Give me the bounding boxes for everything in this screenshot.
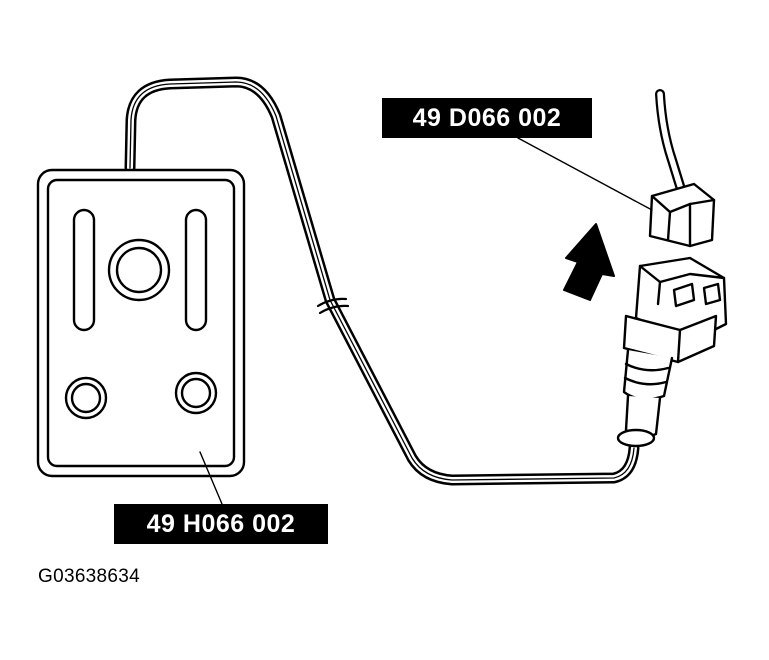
adapter-part-number-label: 49 D066 002 (382, 98, 592, 138)
adapter-plug (648, 182, 716, 248)
adapter-wire (655, 89, 685, 191)
tester-cable (124, 76, 640, 486)
vehicle-connector (616, 256, 728, 448)
leader-adapter (517, 137, 653, 211)
arrow-up-right-icon (563, 223, 615, 301)
tester-body (36, 168, 246, 478)
figure-id-caption: G03638634 (38, 566, 141, 587)
tester-part-number-label: 49 H066 002 (114, 504, 328, 544)
leader-tester (199, 451, 223, 505)
